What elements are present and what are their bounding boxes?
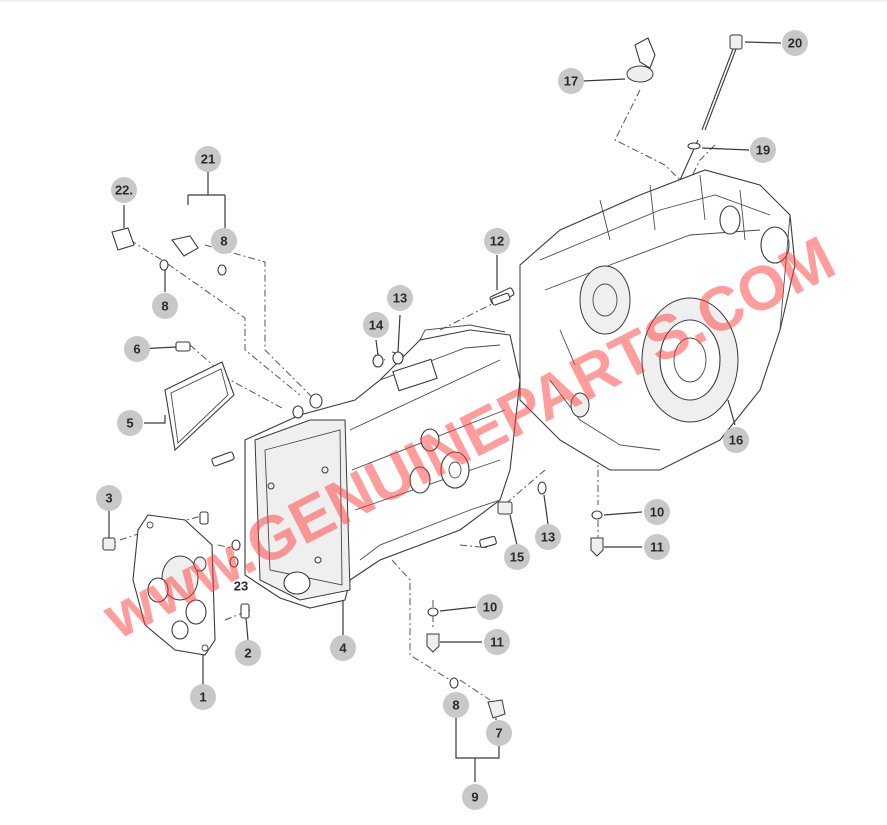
callout-label: 3 [105, 491, 112, 506]
callout-bubble [124, 336, 150, 362]
callout-bubble [477, 594, 503, 620]
callout-c10b: 10 [477, 594, 503, 620]
callout-c2: 2 [235, 640, 261, 666]
callout-c9: 9 [462, 784, 488, 810]
callout-bubble [486, 720, 512, 746]
callout-bubble [504, 544, 530, 570]
callout-label: 6 [133, 342, 140, 357]
callout-c23: 23 [234, 579, 248, 594]
callout-label: 11 [490, 635, 504, 650]
leader-lines [108, 41, 782, 782]
callout-label: 10 [650, 505, 664, 520]
rear-housing-16 [519, 169, 796, 471]
callout-c22: 22. [111, 177, 137, 203]
callout-label: 14 [369, 318, 384, 333]
callout-label: 7 [495, 726, 502, 741]
callout-label: 5 [126, 416, 133, 431]
callout-c12: 12 [484, 228, 510, 254]
callout-c14: 14 [363, 312, 389, 338]
callout-bubble [535, 524, 561, 550]
callout-bubble [723, 427, 749, 453]
callout-label: 12 [490, 234, 504, 249]
callout-c7: 7 [486, 720, 512, 746]
callout-bubble [387, 285, 413, 311]
callout-label: 21 [201, 152, 215, 167]
callout-bubble [190, 684, 216, 710]
callout-bubble [211, 228, 237, 254]
callout-bubble [484, 629, 510, 655]
callout-label: 9 [471, 790, 478, 805]
callout-label: 17 [564, 74, 578, 89]
callout-label: 11 [650, 540, 664, 555]
callout-label: 13 [541, 530, 555, 545]
callout-c1: 1 [190, 684, 216, 710]
callout-bubble [117, 410, 143, 436]
callout-c6: 6 [124, 336, 150, 362]
callout-label: 10 [483, 600, 497, 615]
callout-bubble [750, 137, 776, 163]
callout-c11a: 11 [644, 534, 670, 560]
callout-c11b: 11 [484, 629, 510, 655]
callout-c16: 16 [723, 427, 749, 453]
callout-bubble [330, 635, 356, 661]
callout-c5: 5 [117, 410, 143, 436]
callout-label: 22. [115, 183, 133, 198]
callout-label: 19 [756, 143, 770, 158]
callout-label: 8 [452, 698, 459, 713]
front-case-4 [244, 324, 521, 609]
callout-bubble [462, 784, 488, 810]
callout-c10a: 10 [644, 499, 670, 525]
callout-layer: 1234567888910101111121313141516171920212… [96, 30, 808, 810]
callout-c19: 19 [750, 137, 776, 163]
callout-bubble [111, 177, 137, 203]
cover-plate-5 [164, 361, 235, 452]
assembly-lines [119, 89, 716, 701]
callout-label: 8 [161, 299, 168, 314]
callout-bubble [644, 499, 670, 525]
callout-bubble [443, 692, 469, 718]
callout-bubble [235, 640, 261, 666]
callout-label: 16 [729, 433, 743, 448]
top-border [0, 0, 887, 2]
callout-c13a: 13 [387, 285, 413, 311]
callout-bubble [96, 485, 122, 511]
callout-label: 1 [199, 690, 206, 705]
callout-bubble [195, 146, 221, 172]
callout-c3: 3 [96, 485, 122, 511]
callout-bubble [782, 30, 808, 56]
callout-label: 2 [244, 646, 251, 661]
callout-c8c: 8 [443, 692, 469, 718]
callout-c21: 21 [195, 146, 221, 172]
callout-c17: 17 [558, 68, 584, 94]
callout-bubble [644, 534, 670, 560]
callout-label: 20 [788, 36, 802, 51]
callout-c20: 20 [782, 30, 808, 56]
callout-c15: 15 [504, 544, 530, 570]
callout-bubble [152, 293, 178, 319]
callout-label: 4 [339, 641, 347, 656]
callout-bubble [363, 312, 389, 338]
callout-label: 23 [234, 579, 248, 594]
callout-c8a: 8 [211, 228, 237, 254]
front-cover-1 [132, 514, 216, 656]
callout-label: 8 [220, 234, 227, 249]
callout-c8b: 8 [152, 293, 178, 319]
callout-label: 13 [393, 291, 407, 306]
callout-c13b: 13 [535, 524, 561, 550]
callout-c4: 4 [330, 635, 356, 661]
callout-bubble [484, 228, 510, 254]
callout-label: 15 [510, 550, 524, 565]
callout-bubble [558, 68, 584, 94]
